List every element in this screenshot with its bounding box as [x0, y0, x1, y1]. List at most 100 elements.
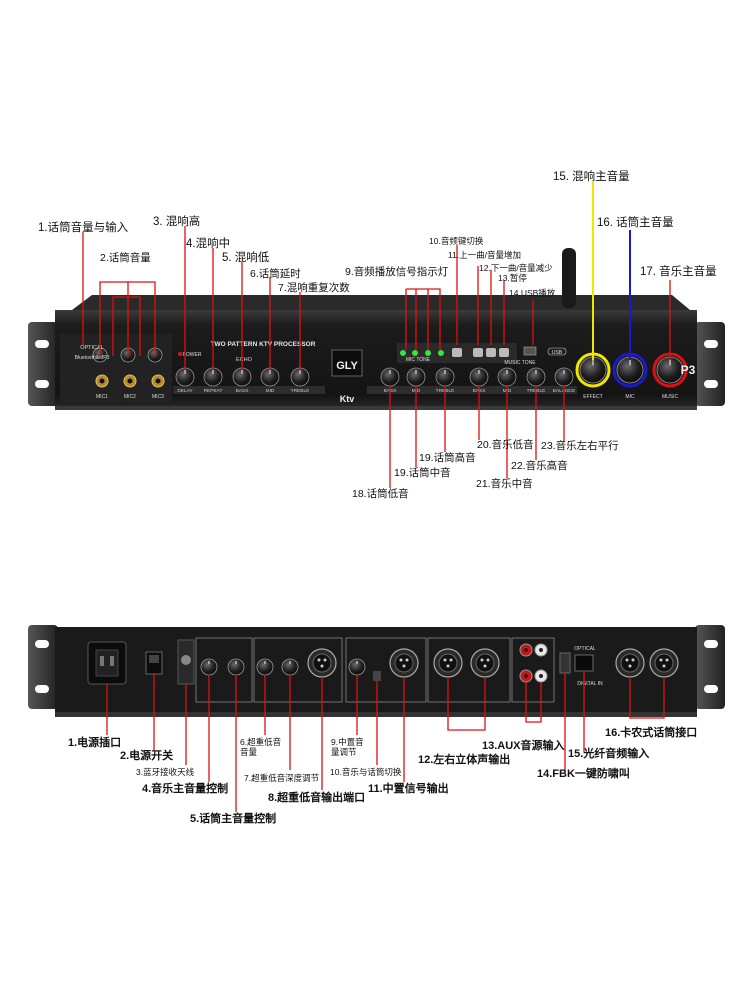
front-callout-3: 3. 混响高 — [153, 216, 201, 228]
control-button-2[interactable] — [473, 348, 483, 357]
master-knob-label-1: EFFECT — [583, 394, 602, 400]
mic-input-xlr-2[interactable] — [649, 648, 679, 678]
power-led — [178, 352, 182, 356]
brand-logo: GLY — [336, 360, 358, 372]
center-output-xlr[interactable] — [389, 648, 419, 678]
mic-input-jack-3[interactable] — [151, 374, 165, 388]
usb-port[interactable] — [523, 346, 537, 356]
front-callout-11: 12.下一曲/音量减少 — [479, 263, 553, 273]
mic-port-label-2: MIC2 — [124, 394, 136, 400]
callout-line-3 — [112, 296, 141, 356]
music-tone-label: MUSIC TONE — [504, 360, 536, 366]
front-callout-23: 23.音乐左右平行 — [541, 440, 619, 452]
music-tone-knob-balance[interactable] — [554, 367, 574, 387]
rear-callout-2: 2.电源开关 — [120, 750, 174, 762]
mic-input-jack-1[interactable] — [95, 374, 109, 388]
front-callout-7: 7.混响重复次数 — [278, 282, 350, 294]
rear-callout-14: 14.FBK一键防啸叫 — [537, 768, 630, 780]
rear-callout-1: 1.电源插口 — [68, 737, 122, 749]
signal-led-1 — [400, 350, 406, 356]
master-knob-label-2: MIC — [625, 394, 635, 400]
aux-rca-1[interactable] — [519, 643, 533, 657]
music-tone-knob-treble[interactable] — [526, 367, 546, 387]
front-callout-19: 19.话筒高音 — [419, 452, 476, 464]
control-button-1[interactable] — [452, 348, 462, 357]
master-knob-label-3: MUSIC — [662, 394, 679, 400]
subwoofer-knob-1[interactable] — [256, 658, 274, 676]
rear-callout-12: 12.左右立体声输出 — [418, 754, 511, 766]
front-callout-16: 17. 音乐主音量 — [640, 266, 717, 278]
brand-sub: Ktv — [340, 394, 355, 404]
front-callout-2: 2.话筒音量 — [100, 252, 151, 264]
music-mic-switch[interactable] — [373, 671, 381, 681]
stereo-output-right-xlr[interactable] — [470, 648, 500, 678]
mic-port-label-3: MIC3 — [152, 394, 164, 400]
control-button-4[interactable] — [499, 348, 509, 357]
antenna — [562, 248, 576, 308]
front-callout-8: 9.音频播放信号指示灯 — [345, 266, 449, 278]
rear-digital-in-label: DIGITAL IN — [577, 681, 603, 687]
front-callout-22: 22.音乐高音 — [511, 460, 568, 472]
subwoofer-output-xlr[interactable] — [307, 648, 337, 678]
stereo-output-left-xlr[interactable] — [433, 648, 463, 678]
mic-input-jack-2[interactable] — [123, 374, 137, 388]
power-label: POWER — [183, 352, 202, 358]
music-tone-knob-bass[interactable] — [469, 367, 489, 387]
front-callout-4: 4.混响中 — [186, 238, 231, 250]
echo-knob-bass[interactable] — [232, 367, 252, 387]
aux-rca-2[interactable] — [534, 643, 548, 657]
aux-rca-3[interactable] — [519, 669, 533, 683]
echo-knob-repeat[interactable] — [203, 367, 223, 387]
subwoofer-knob-2[interactable] — [281, 658, 299, 676]
front-callout-13: 14.USB播放 — [509, 288, 556, 298]
callout-line-2 — [99, 281, 156, 356]
front-callout-1: 1.话筒音量与输入 — [38, 222, 129, 234]
mic-tone-knob-bass[interactable] — [380, 367, 400, 387]
front-panel — [28, 248, 725, 410]
front-callout-21: 21.音乐中音 — [476, 478, 533, 490]
echo-label: ECHO — [236, 357, 253, 363]
rear-callout-11: 11.中置信号输出 — [368, 783, 449, 795]
control-button-3[interactable] — [486, 348, 496, 357]
bluetooth-label: Bluetooth&MP3 — [75, 355, 110, 361]
mic-tone-knob-treble[interactable] — [435, 367, 455, 387]
rear-callout-16: 16.卡农式话筒接口 — [605, 727, 698, 739]
signal-led-2 — [412, 350, 418, 356]
center-volume-knob[interactable] — [348, 658, 366, 676]
signal-led-3 — [425, 350, 431, 356]
echo-knob-label-5: TREBLE — [291, 388, 310, 394]
rear-volume-knob-2[interactable] — [227, 658, 245, 676]
front-callout-10: 11.上一曲/音量增加 — [448, 250, 522, 260]
rear-callout-7: 7.超重低音深度调节 — [244, 773, 320, 783]
echo-knob-treble[interactable] — [290, 367, 310, 387]
usb-badge — [547, 347, 567, 356]
rear-callout-13: 13.AUX音源输入 — [482, 740, 565, 752]
usb-label: USB — [552, 350, 563, 356]
front-callout-9: 10.音频键切换 — [429, 236, 484, 246]
echo-knob-delay[interactable] — [175, 367, 195, 387]
callout-line-36 — [447, 677, 486, 731]
rear-callout-9: 9.中置音 量调节 — [331, 737, 364, 757]
rear-callout-15: 15.光纤音频输入 — [568, 748, 650, 760]
mic-tone-knob-mid[interactable] — [406, 367, 426, 387]
callout-line-9 — [405, 288, 441, 350]
front-callout-15: 16. 话筒主音量 — [597, 217, 674, 229]
callout-line-40 — [629, 677, 665, 719]
rear-callout-10: 10.音乐与话筒切换 — [330, 767, 402, 777]
mic-input-xlr-1[interactable] — [615, 648, 645, 678]
music-tone-knob-mid[interactable] — [497, 367, 517, 387]
echo-knob-label-1: DELAY — [177, 388, 193, 394]
front-callout-20: 20.音乐低音 — [477, 439, 534, 451]
aux-rca-4[interactable] — [534, 669, 548, 683]
front-knobs — [92, 346, 688, 388]
front-callout-6: 6.话筒延时 — [250, 268, 301, 280]
echo-knob-mid[interactable] — [260, 367, 280, 387]
front-callout-14: 15. 混响主音量 — [553, 171, 630, 183]
rear-callout-5: 5.话筒主音量控制 — [190, 813, 277, 825]
fbk-switch — [559, 652, 571, 674]
signal-led-4 — [438, 350, 444, 356]
rear-volume-knob-1[interactable] — [200, 658, 218, 676]
front-callout-5: 5. 混响低 — [222, 252, 270, 264]
optical-label: OPTICAL — [80, 345, 104, 351]
